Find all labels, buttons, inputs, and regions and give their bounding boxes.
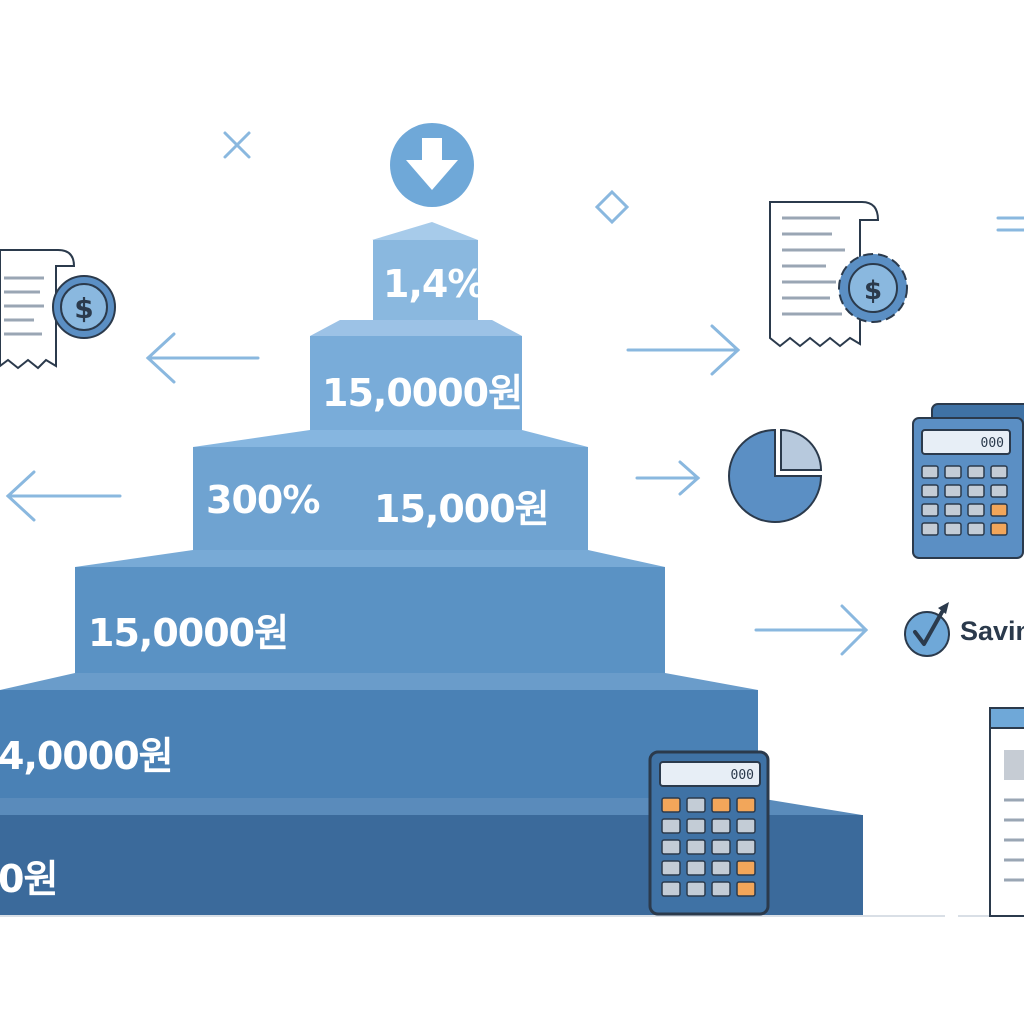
arrow-left-upper [145, 332, 260, 384]
receipt-gear-icon: $ [769, 201, 908, 348]
arrow-right-upper [626, 324, 741, 376]
calculator-key [967, 484, 985, 498]
calculator-key [967, 503, 985, 517]
calculator-key [661, 881, 681, 897]
calculator-key [661, 818, 681, 834]
calculator-key [944, 522, 962, 536]
tier-5-label: 4,0000원 [0, 734, 174, 778]
calculator-key [711, 818, 731, 834]
tier-1-label: 1,4% [383, 262, 485, 306]
calculator-key [711, 797, 731, 813]
calculator-key [990, 484, 1008, 498]
calculator-key [661, 839, 681, 855]
calculator-key [686, 881, 706, 897]
pyramid [0, 222, 1024, 917]
pie-chart-icon [728, 428, 823, 523]
calculator-key [711, 881, 731, 897]
calculator-key [944, 465, 962, 479]
savings-label: Savin [960, 616, 1024, 646]
calculator-key [990, 522, 1008, 536]
arrow-right-middle [635, 460, 701, 496]
tier-6-label: 0원 [0, 857, 58, 901]
close-mark-icon [223, 131, 251, 159]
calculator-key [921, 484, 939, 498]
tier-3-label-left: 300% [206, 478, 320, 522]
calculator-key [686, 839, 706, 855]
calculator-key [944, 503, 962, 517]
calculator-key [661, 860, 681, 876]
document-icon [989, 707, 1024, 917]
calculator-key [711, 860, 731, 876]
calculator-display-right: 000 [981, 436, 1004, 451]
download-arrow-icon [390, 123, 474, 207]
check-badge-icon [904, 602, 950, 657]
tier-1 [372, 222, 478, 322]
calculator-key [921, 522, 939, 536]
sparkle-icon [594, 189, 630, 225]
calculator-key [736, 839, 756, 855]
calculator-key [944, 484, 962, 498]
calculator-key [686, 797, 706, 813]
tier-3-label-right: 15,000원 [374, 487, 550, 531]
calculator-display-bottom: 000 [731, 768, 754, 783]
calculator-keys-bottom [661, 797, 756, 897]
calculator-key [686, 818, 706, 834]
svg-text:$: $ [74, 292, 93, 325]
calculator-key [921, 465, 939, 479]
svg-text:$: $ [864, 276, 882, 306]
calculator-key [711, 839, 731, 855]
tier-2-label: 15,0000원 [322, 371, 523, 415]
receipt-dollar-icon: $ [0, 249, 116, 370]
tier-4-label: 15,0000원 [88, 611, 289, 655]
tier-2 [310, 320, 522, 430]
tier-3 [193, 430, 588, 550]
calculator-key [686, 860, 706, 876]
calculator-key [661, 797, 681, 813]
calculator-key [990, 503, 1008, 517]
calculator-key [736, 797, 756, 813]
calculator-key [967, 465, 985, 479]
calculator-key [967, 522, 985, 536]
calculator-keys-right [921, 465, 1008, 536]
calculator-key [736, 818, 756, 834]
calculator-key [736, 860, 756, 876]
tier-5 [0, 673, 758, 798]
calculator-key [921, 503, 939, 517]
arrow-right-lower [754, 604, 869, 656]
arrow-left-lower [5, 470, 122, 522]
dash-mark [996, 216, 1024, 232]
calculator-key [736, 881, 756, 897]
calculator-key [990, 465, 1008, 479]
tier-4 [75, 550, 665, 673]
